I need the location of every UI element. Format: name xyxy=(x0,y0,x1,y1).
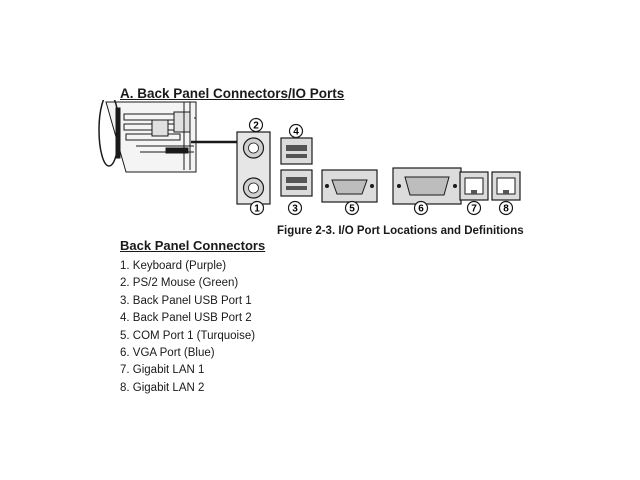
svg-text:5: 5 xyxy=(349,204,355,215)
list-item: 5. COM Port 1 (Turquoise) xyxy=(120,329,256,342)
callout-2: 2 xyxy=(248,117,264,133)
list-item: 4. Back Panel USB Port 2 xyxy=(120,312,252,325)
lan-port-1 xyxy=(459,171,489,201)
list-item: 6. VGA Port (Blue) xyxy=(120,346,215,359)
callout-7: 7 xyxy=(466,200,482,216)
ps2-port-stack xyxy=(236,131,271,205)
svg-text:6: 6 xyxy=(418,204,424,215)
highlight-oval xyxy=(98,100,120,167)
list-heading: Back Panel Connectors xyxy=(120,238,266,253)
io-panel-diagram: 2 4 1 3 5 6 7 8 xyxy=(98,100,521,216)
callout-4: 4 xyxy=(288,123,304,139)
connector-list: 1. Keyboard (Purple) 2. PS/2 Mouse (Gree… xyxy=(120,258,255,397)
section-title: A. Back Panel Connectors/IO Ports xyxy=(120,86,345,101)
list-item: 1. Keyboard (Purple) xyxy=(120,260,227,272)
lan-port-2 xyxy=(491,171,521,201)
callout-1: 1 xyxy=(249,200,265,216)
callout-5: 5 xyxy=(344,200,360,216)
list-item: 2. PS/2 Mouse (Green) xyxy=(120,277,239,290)
callout-6: 6 xyxy=(413,200,429,216)
svg-text:2: 2 xyxy=(253,121,259,132)
svg-text:4: 4 xyxy=(293,127,299,138)
svg-text:8: 8 xyxy=(503,204,509,215)
callout-8: 8 xyxy=(498,200,514,216)
callout-3: 3 xyxy=(287,200,303,216)
usb-port-stack xyxy=(280,137,313,197)
com-port xyxy=(321,169,378,203)
list-item: 3. Back Panel USB Port 1 xyxy=(120,294,252,307)
figure-caption: Figure 2-3. I/O Port Locations and Defin… xyxy=(277,225,524,237)
list-item: 8. Gigabit LAN 2 xyxy=(120,381,205,394)
svg-text:3: 3 xyxy=(292,204,298,215)
motherboard-sketch xyxy=(105,101,197,173)
list-item: 7. Gigabit LAN 1 xyxy=(120,364,205,377)
vga-port xyxy=(392,167,462,205)
svg-text:7: 7 xyxy=(471,204,477,215)
svg-text:1: 1 xyxy=(254,204,260,215)
